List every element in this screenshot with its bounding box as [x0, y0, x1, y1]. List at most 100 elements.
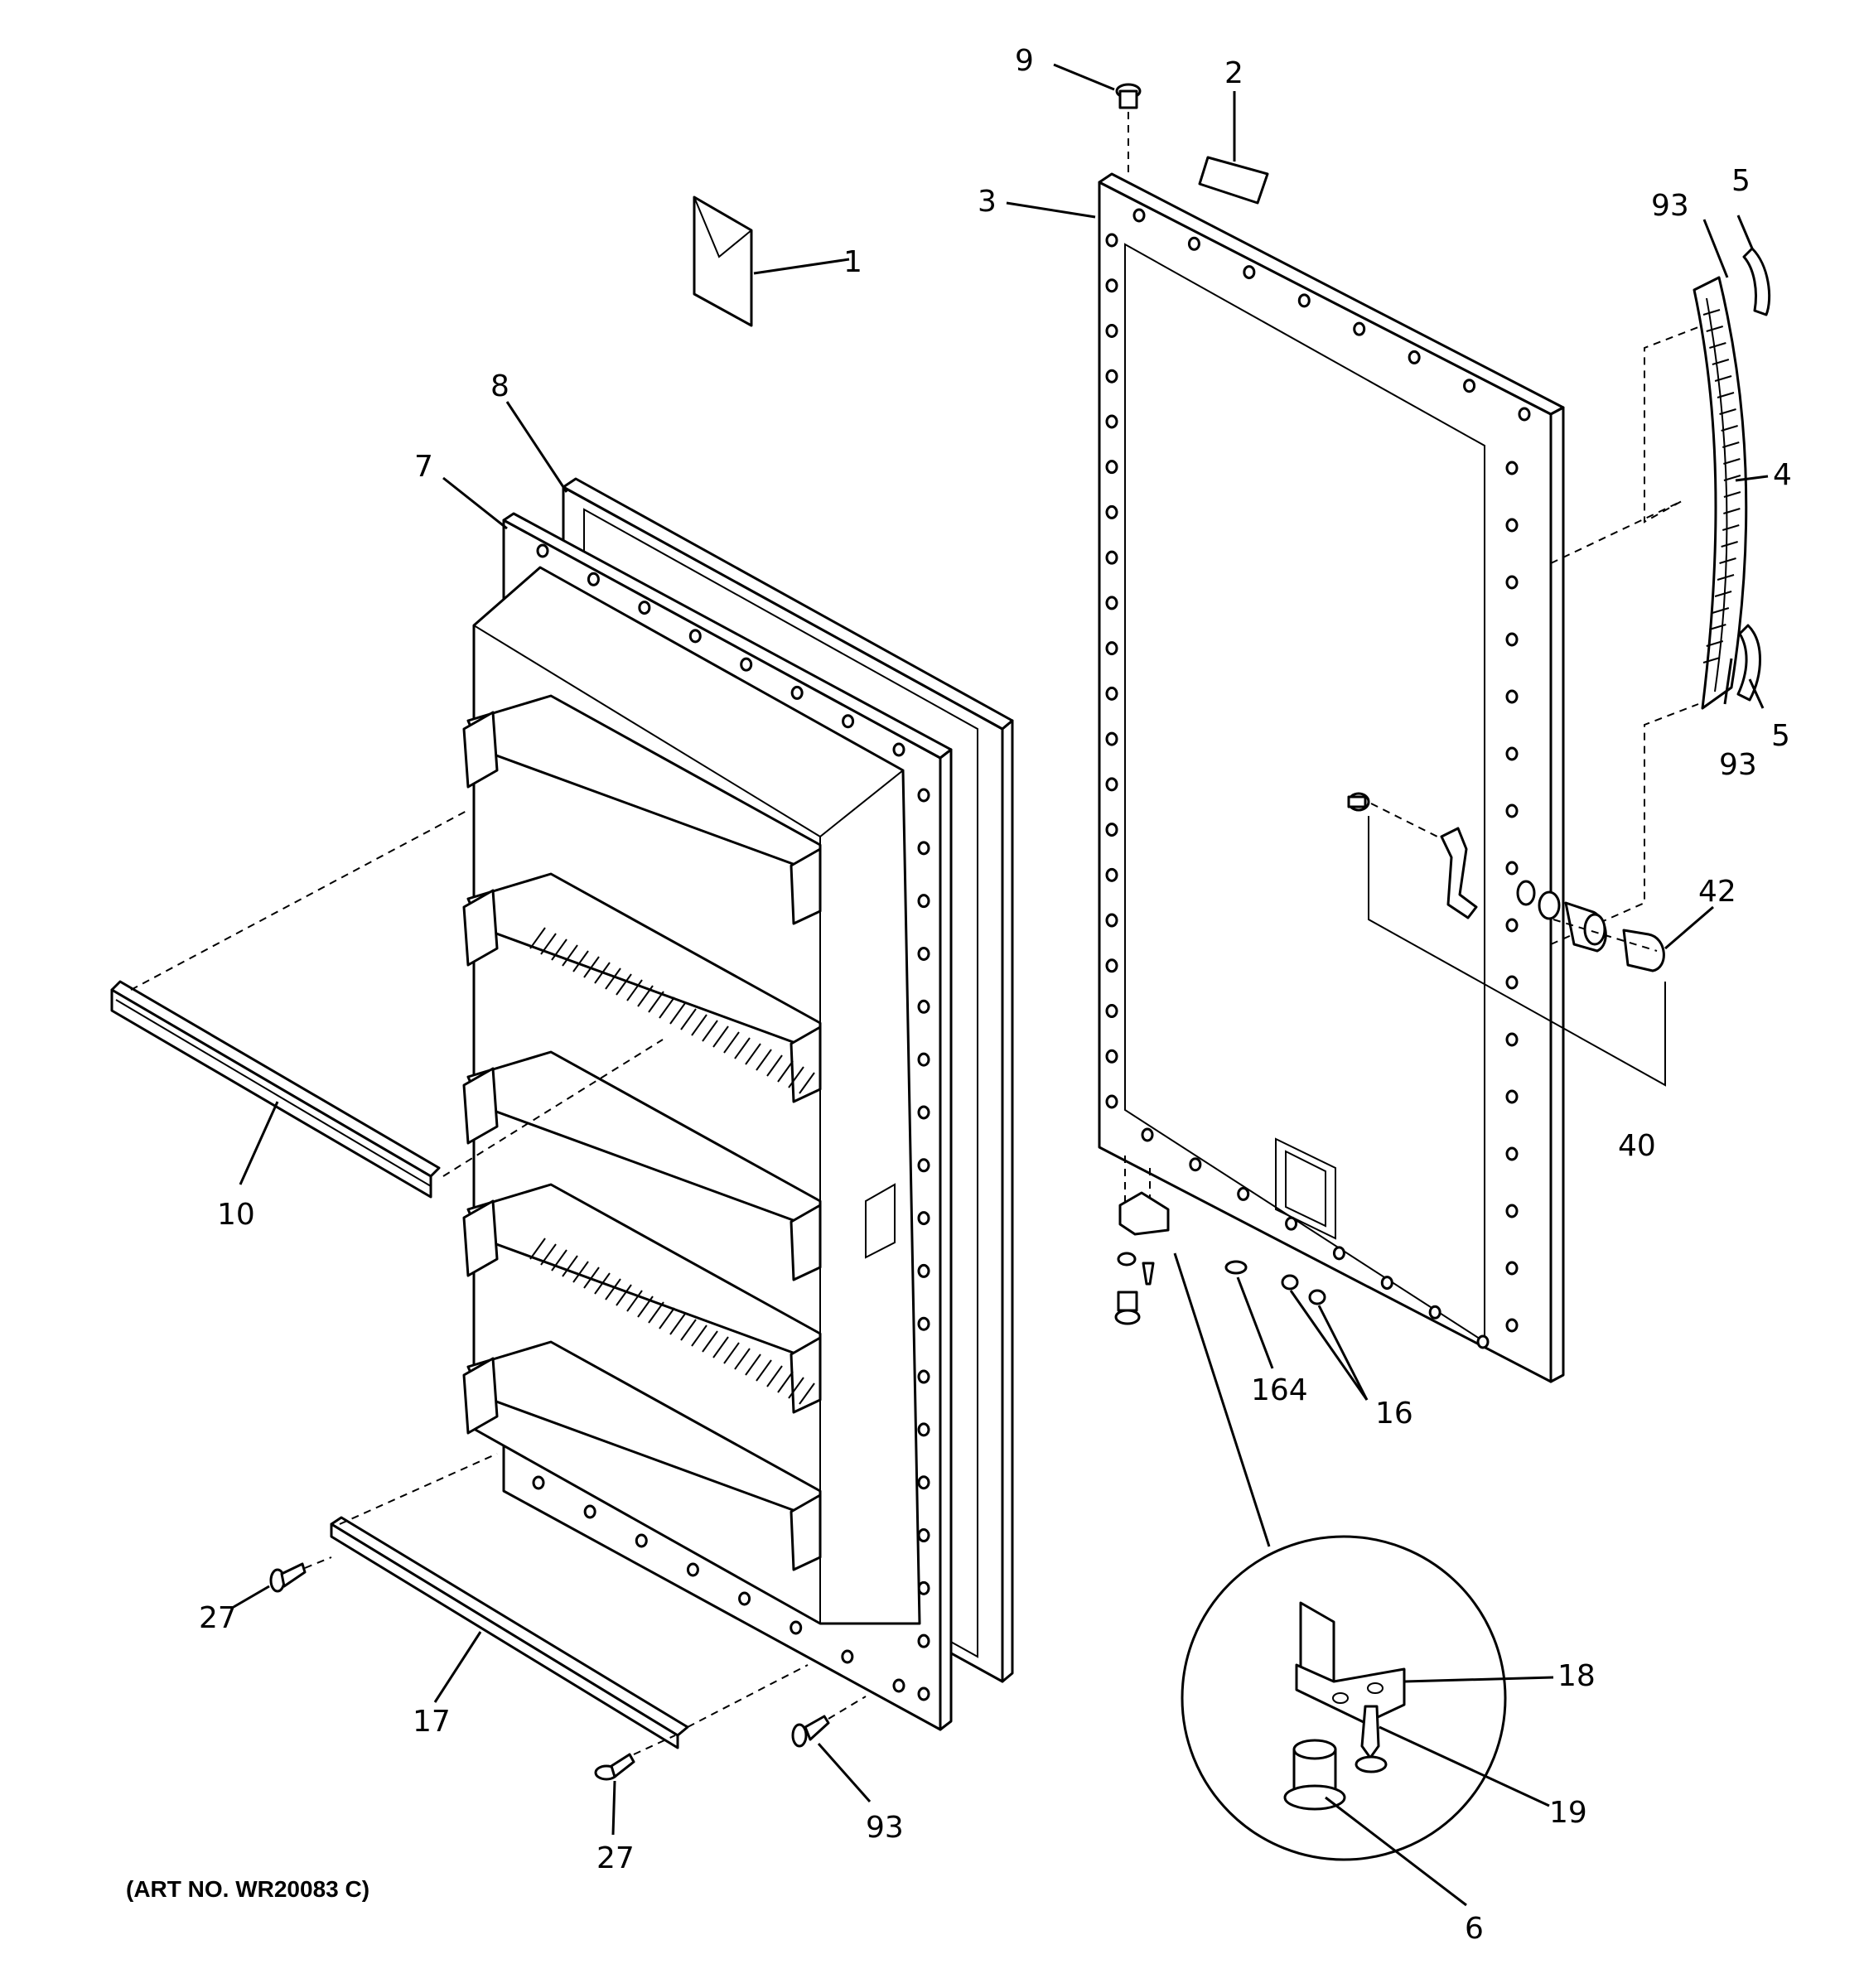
liner-hole — [532, 1475, 545, 1490]
shelf-wire — [551, 939, 567, 961]
part-plug-top — [1053, 63, 1142, 178]
mounting-hole — [1463, 379, 1476, 393]
shelf-wire — [712, 1025, 729, 1048]
mounting-hole — [1408, 350, 1421, 364]
callout-40: 40 — [1618, 1129, 1656, 1163]
handle-grip-rib — [1712, 359, 1730, 365]
shelf-wire — [583, 1267, 600, 1289]
mounting-hole — [1243, 265, 1256, 280]
shelf-wire — [734, 1037, 751, 1059]
liner-hole — [790, 1620, 803, 1635]
callout-27-left: 27 — [199, 1601, 237, 1635]
shelf-wire — [562, 944, 578, 967]
handle-grip-rib — [1723, 508, 1741, 514]
liner-hole — [917, 1580, 930, 1595]
liner-hole — [917, 1633, 930, 1648]
liner-hole — [536, 543, 549, 558]
shelf-wire — [605, 967, 621, 990]
handle-grip-rib — [1709, 624, 1726, 630]
art-number: (ART NO. WR20083 C) — [126, 1876, 369, 1902]
liner-hole — [638, 601, 651, 615]
callout-5-top: 5 — [1731, 164, 1751, 198]
shelf-wire — [691, 1325, 707, 1347]
part-handle — [1550, 215, 1771, 945]
callout-93-handle-top: 93 — [1651, 189, 1689, 223]
mounting-hole — [1105, 958, 1118, 973]
mounting-hole — [1505, 689, 1519, 704]
mounting-hole — [1105, 369, 1118, 384]
shelf-wire — [723, 1031, 740, 1054]
liner-hole — [917, 1158, 930, 1173]
callout-27-bottom: 27 — [596, 1841, 635, 1875]
liner-hole — [892, 742, 905, 757]
handle-grip-rib — [1723, 491, 1741, 498]
handle-grip-rib — [1714, 591, 1732, 597]
mounting-hole — [1505, 1204, 1519, 1218]
mounting-hole — [1428, 1305, 1441, 1320]
shelf-wire — [788, 1377, 804, 1399]
shelf-wire — [745, 1043, 761, 1065]
handle-grip-rib — [1702, 309, 1721, 316]
callout-2: 2 — [1224, 56, 1243, 90]
liner-hole — [917, 946, 930, 961]
shelf-wire — [626, 979, 643, 1001]
shelf-wire — [702, 1020, 718, 1042]
shelf-wire — [572, 950, 589, 972]
liner-hole — [892, 1678, 905, 1693]
door-shelf — [462, 694, 822, 925]
mounting-hole — [1105, 460, 1118, 475]
part-outer-door — [1006, 172, 1565, 1383]
callout-16: 16 — [1375, 1397, 1413, 1431]
liner-hole — [917, 788, 930, 803]
mounting-hole — [1105, 550, 1118, 565]
shelf-wire — [540, 1243, 557, 1266]
mounting-hole — [1505, 575, 1519, 590]
mounting-hole — [1505, 975, 1519, 990]
shelf-wire — [702, 1330, 718, 1353]
callout-7: 7 — [414, 450, 433, 484]
liner-hole — [635, 1533, 648, 1548]
handle-grip-rib — [1721, 541, 1738, 548]
mounting-hole — [1505, 1318, 1519, 1333]
mounting-hole — [1105, 278, 1118, 293]
liner-hole — [841, 1649, 854, 1664]
liner-hole — [583, 1504, 596, 1519]
liner-hole — [587, 572, 600, 586]
door-shelf-bin-end — [462, 1199, 499, 1277]
mounting-hole — [1105, 233, 1118, 248]
shelf-wire — [626, 1290, 643, 1312]
mounting-hole — [1105, 867, 1118, 882]
handle-grip-rib — [1723, 475, 1741, 481]
shelf-wire — [648, 991, 664, 1013]
mounting-hole — [1505, 1032, 1519, 1047]
mounting-hole — [1105, 913, 1118, 928]
mounting-hole — [1505, 918, 1519, 933]
liner-hole — [917, 1686, 930, 1701]
shelf-wire — [583, 956, 600, 978]
liner-hole — [686, 1562, 699, 1577]
handle-grip-rib — [1721, 425, 1738, 432]
mounting-hole — [1505, 632, 1519, 647]
liner-hole — [917, 1105, 930, 1120]
handle-grip-rib — [1712, 607, 1730, 614]
mounting-hole — [1505, 746, 1519, 761]
handle-grip-rib — [1717, 392, 1735, 398]
liner-hole — [738, 1591, 751, 1606]
mounting-hole — [1505, 461, 1519, 475]
mounting-hole — [1141, 1127, 1154, 1142]
callout-9: 9 — [1015, 44, 1034, 78]
mounting-hole — [1505, 803, 1519, 818]
shelf-wire — [799, 1382, 815, 1405]
mounting-hole — [1105, 1004, 1118, 1019]
callout-42: 42 — [1698, 875, 1736, 909]
shelf-wire — [637, 985, 654, 1007]
mounting-hole — [1105, 777, 1118, 792]
mounting-hole — [1332, 1246, 1345, 1261]
shelf-wire — [616, 973, 632, 996]
liner-hole — [917, 1422, 930, 1437]
callout-164: 164 — [1251, 1373, 1308, 1407]
callout-10: 10 — [217, 1198, 255, 1232]
mounting-hole — [1505, 1261, 1519, 1276]
shelf-wire — [669, 1313, 686, 1335]
shelf-wire — [669, 1002, 686, 1025]
